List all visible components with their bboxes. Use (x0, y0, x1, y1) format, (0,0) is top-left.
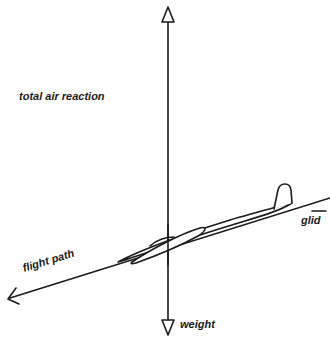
glider-tail-fin (274, 184, 292, 209)
force-line-through-glider (167, 225, 169, 265)
force-label: weight (179, 318, 216, 331)
weight-arrowhead (162, 320, 174, 335)
flight-path-line (10, 198, 330, 298)
force-label: total air reaction (18, 90, 106, 103)
force-line (167, 22, 169, 320)
glider-canopy (150, 237, 174, 246)
force-label: flight path (20, 246, 77, 275)
horizontal-reference (312, 210, 326, 212)
glider-fuselage (118, 203, 292, 262)
lift-arrowhead (162, 7, 174, 22)
flight-path-arrowhead (8, 288, 19, 304)
force-label: glid (300, 214, 322, 227)
